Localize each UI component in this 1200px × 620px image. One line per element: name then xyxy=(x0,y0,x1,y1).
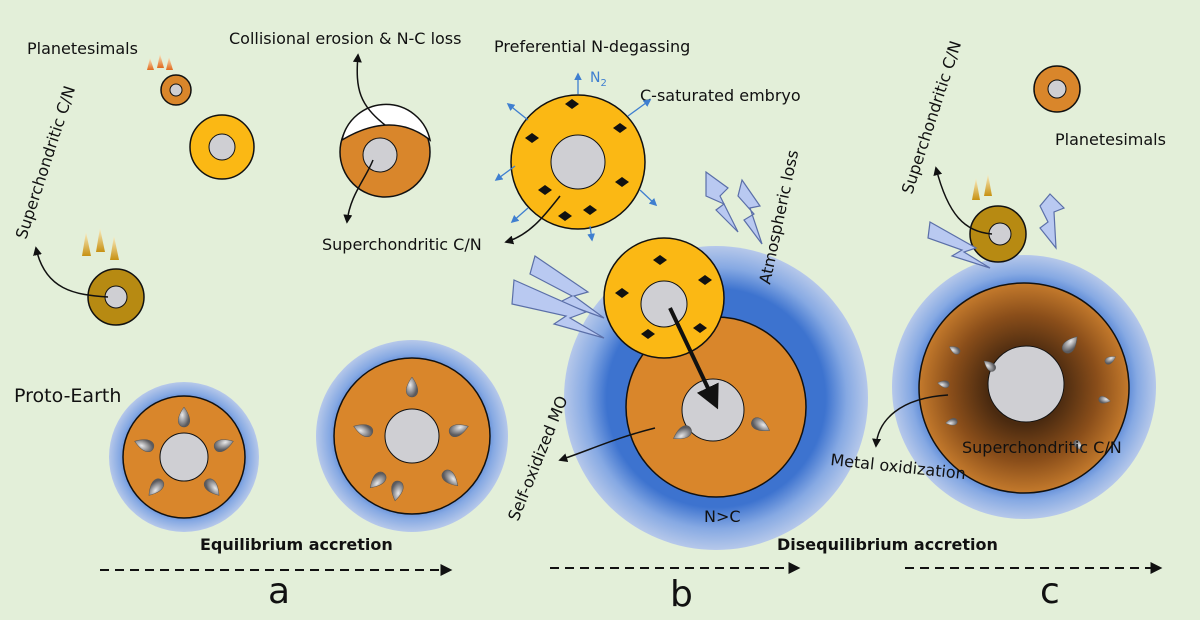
arrow-to-superchondritic-mid xyxy=(504,195,561,245)
arrow-olive-left xyxy=(33,246,109,298)
label-planetesimals-left: Planetesimals xyxy=(27,39,138,58)
degassing-arrows xyxy=(494,72,658,242)
erosion-cap xyxy=(340,103,432,142)
label-superchondritic-mid: Superchondritic C/N xyxy=(322,235,482,254)
meteor-trail-orange xyxy=(147,54,173,70)
planetesimal-olive-left xyxy=(87,268,145,326)
arrow-olive-right xyxy=(933,166,993,235)
caption-disequilibrium: Disequilibrium accretion xyxy=(777,535,998,554)
proto-earth-medium xyxy=(316,340,508,532)
arrow-self-oxidized xyxy=(558,427,656,462)
erosion-arrow xyxy=(352,53,386,126)
label-proto-earth: Proto-Earth xyxy=(14,385,121,407)
label-n2: N2 xyxy=(590,70,607,89)
planetesimal-yellow xyxy=(189,114,255,180)
label-self-oxidized-mo: Self-oxidized MO xyxy=(504,393,571,523)
proto-earth-oxidized xyxy=(892,255,1156,519)
lightning-group-b-top xyxy=(705,170,763,245)
label-collisional-erosion: Collisional erosion & N-C loss xyxy=(229,29,461,48)
lightning-group-b-left xyxy=(511,255,605,339)
caption-equilibrium: Equilibrium accretion xyxy=(200,535,393,554)
label-superchondritic-left: Superchondritic C/N xyxy=(12,83,79,241)
label-superchondritic-right: Superchondritic C/N xyxy=(898,38,965,196)
label-c-saturated-embryo: C-saturated embryo xyxy=(640,86,801,105)
label-superchondritic-core: Superchondritic C/N xyxy=(962,438,1122,457)
lightning-group-c xyxy=(927,193,1066,269)
eroded-planetesimal xyxy=(339,103,432,198)
planetesimal-small xyxy=(160,74,192,106)
c-saturated-embryo xyxy=(510,94,646,230)
panel-label-b: b xyxy=(670,574,693,615)
proto-earth-small xyxy=(109,382,259,532)
meteor-trail-gold-right xyxy=(972,174,992,200)
planetesimal-right xyxy=(1033,65,1081,113)
panel-label-c: c xyxy=(1040,571,1060,612)
label-n-gt-c: N>C xyxy=(704,507,741,526)
panel-label-a: a xyxy=(268,571,290,612)
core-sinking-arrow xyxy=(668,307,719,410)
superchondritic-arrow-mid xyxy=(343,159,374,224)
label-planetesimals-right: Planetesimals xyxy=(1055,130,1166,149)
arrow-metal-oxidization xyxy=(872,394,949,448)
label-preferential-degassing: Preferential N-degassing xyxy=(494,37,690,56)
planetesimal-olive-right xyxy=(969,205,1027,263)
meteor-trail-gold-left xyxy=(82,228,119,260)
impactor-embryo xyxy=(603,237,725,359)
